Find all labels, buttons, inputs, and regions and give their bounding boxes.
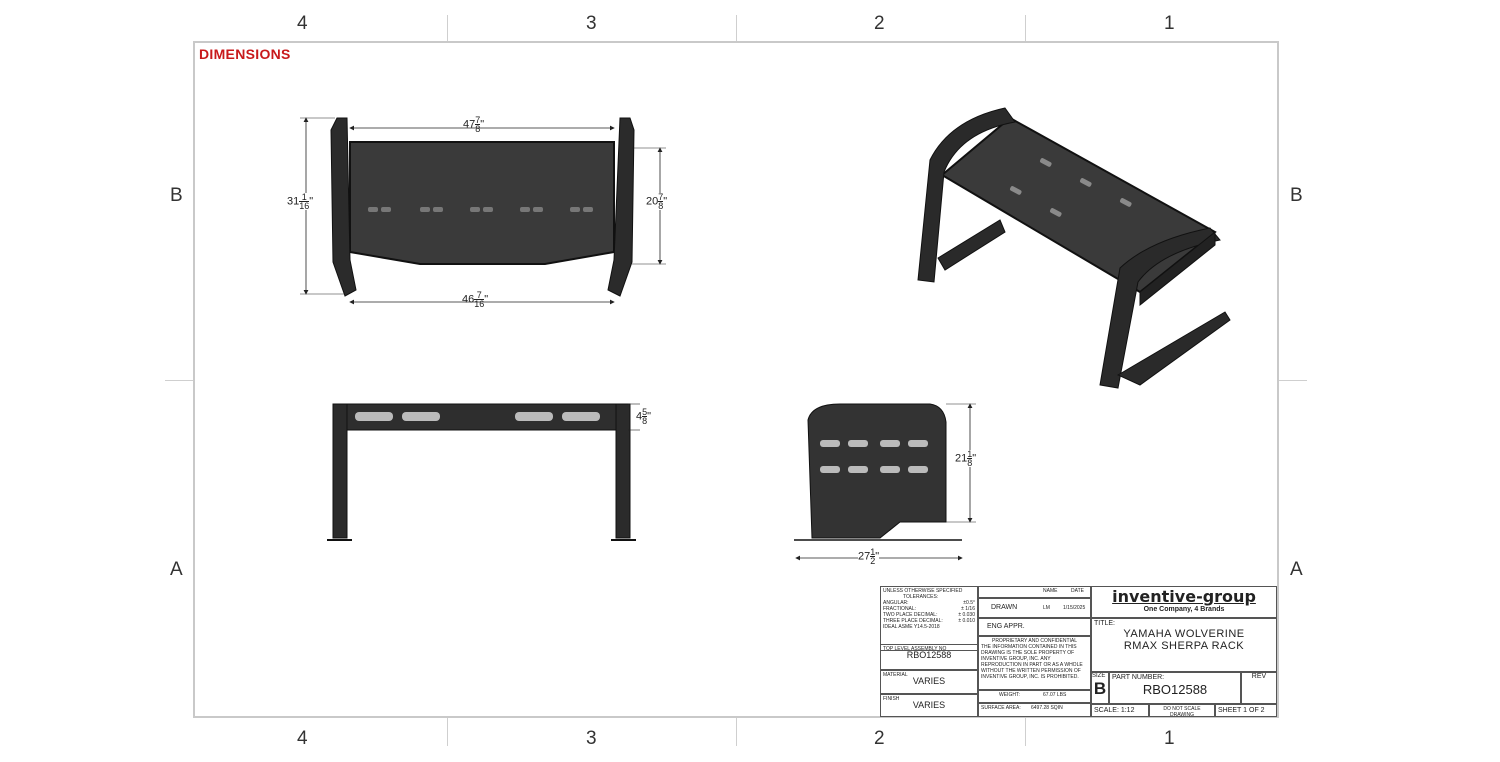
size-value: B bbox=[1093, 679, 1107, 698]
section-title: DIMENSIONS bbox=[199, 46, 291, 62]
zone-left-b: B bbox=[170, 185, 183, 206]
zone-bottom-4: 4 bbox=[297, 728, 308, 749]
zone-top-3: 3 bbox=[586, 13, 597, 34]
company-logo: inventive-group bbox=[1112, 587, 1256, 606]
company-tagline: One Company, 4 Brands bbox=[1143, 606, 1225, 613]
zone-tick bbox=[736, 15, 737, 41]
material-label: MATERIAL bbox=[883, 672, 908, 678]
standard-ref: IDEAL ASME Y14.5-2018 bbox=[883, 624, 940, 630]
do-not-scale-cell: DO NOT SCALE DRAWING bbox=[1149, 704, 1215, 717]
assembly-number: RBO12588 bbox=[906, 650, 952, 660]
zone-tick bbox=[1279, 380, 1307, 381]
zone-left-a: A bbox=[170, 559, 183, 580]
zone-tick bbox=[736, 718, 737, 746]
proprietary-cell: PROPRIETARY AND CONFIDENTIAL THE INFORMA… bbox=[978, 636, 1091, 690]
part-number-label: PART NUMBER: bbox=[1112, 674, 1165, 681]
rev-label: REV bbox=[1251, 673, 1267, 680]
size-label: SIZE bbox=[1092, 673, 1106, 679]
scale-cell: SCALE: 1:12 bbox=[1091, 704, 1149, 717]
finish-label: FINISH bbox=[883, 696, 900, 702]
company-cell: inventive-group One Company, 4 Brands bbox=[1091, 586, 1277, 618]
rev-cell: REV bbox=[1241, 672, 1277, 704]
front-view bbox=[327, 403, 640, 541]
proprietary-text: THE INFORMATION CONTAINED IN THIS DRAWIN… bbox=[981, 644, 1083, 680]
zone-tick bbox=[447, 718, 448, 746]
title-line-2: RMAX SHERPA RACK bbox=[1123, 640, 1245, 652]
top-view bbox=[300, 117, 666, 305]
zone-top-2: 2 bbox=[874, 13, 885, 34]
zone-right-b: B bbox=[1290, 185, 1303, 206]
proprietary-heading: PROPRIETARY AND CONFIDENTIAL bbox=[991, 638, 1078, 644]
title-label: TITLE: bbox=[1094, 620, 1116, 627]
part-number-value: RBO12588 bbox=[1142, 682, 1208, 697]
sheet-cell: SHEET 1 OF 2 bbox=[1215, 704, 1277, 717]
title-cell: TITLE: YAMAHA WOLVERINE RMAX SHERPA RACK bbox=[1091, 618, 1277, 672]
weight-row: WEIGHT: 67.07 LBS bbox=[978, 690, 1091, 703]
unless-text: UNLESS OTHERWISE SPECIFIED bbox=[883, 588, 963, 594]
size-cell: SIZE B bbox=[1091, 672, 1109, 704]
eng-appr-row: ENG APPR. bbox=[978, 618, 1091, 636]
drawing-sheet-border bbox=[193, 41, 1279, 718]
tolerance-cell: UNLESS OTHERWISE SPECIFIED TOLERANCES: A… bbox=[880, 586, 978, 651]
finish-value: VARIES bbox=[912, 700, 946, 710]
top-level-label: TOP LEVEL ASSEMBLY NO bbox=[883, 646, 947, 652]
surface-row: SURFACE AREA: 6497.28 SQIN bbox=[978, 703, 1091, 717]
tolerances-label: TOLERANCES: bbox=[903, 594, 939, 600]
material-value: VARIES bbox=[912, 676, 946, 686]
zone-tick bbox=[165, 380, 193, 381]
zone-bottom-2: 2 bbox=[874, 728, 885, 749]
zone-bottom-1: 1 bbox=[1164, 728, 1175, 749]
zone-bottom-3: 3 bbox=[586, 728, 597, 749]
zone-tick bbox=[1025, 15, 1026, 41]
name-date-header: NAME DATE bbox=[978, 586, 1091, 598]
finish-cell: FINISH VARIES bbox=[880, 694, 978, 717]
assembly-cell: TOP LEVEL ASSEMBLY NO RBO12588 bbox=[880, 644, 978, 670]
tol-row: TWO PLACE DECIMAL:± 0.030 bbox=[883, 612, 975, 618]
tol-row: ANGULAR:±0.5° bbox=[883, 600, 975, 606]
zone-top-4: 4 bbox=[297, 13, 308, 34]
zone-top-1: 1 bbox=[1164, 13, 1175, 34]
tol-row: FRACTIONAL:± 1/16 bbox=[883, 606, 975, 612]
isometric-view bbox=[917, 107, 1231, 389]
title-block: UNLESS OTHERWISE SPECIFIED TOLERANCES: A… bbox=[880, 586, 1277, 717]
material-cell: MATERIAL VARIES bbox=[880, 670, 978, 694]
drawn-row: DRAWN LM 1/15/2025 bbox=[978, 598, 1091, 618]
title-line-1: YAMAHA WOLVERINE bbox=[1123, 628, 1245, 640]
tol-row: THREE PLACE DECIMAL:± 0.010 bbox=[883, 618, 975, 624]
side-view bbox=[794, 403, 976, 561]
zone-tick bbox=[1025, 718, 1026, 746]
part-number-cell: PART NUMBER: RBO12588 bbox=[1109, 672, 1241, 704]
zone-tick bbox=[447, 15, 448, 41]
zone-right-a: A bbox=[1290, 559, 1303, 580]
